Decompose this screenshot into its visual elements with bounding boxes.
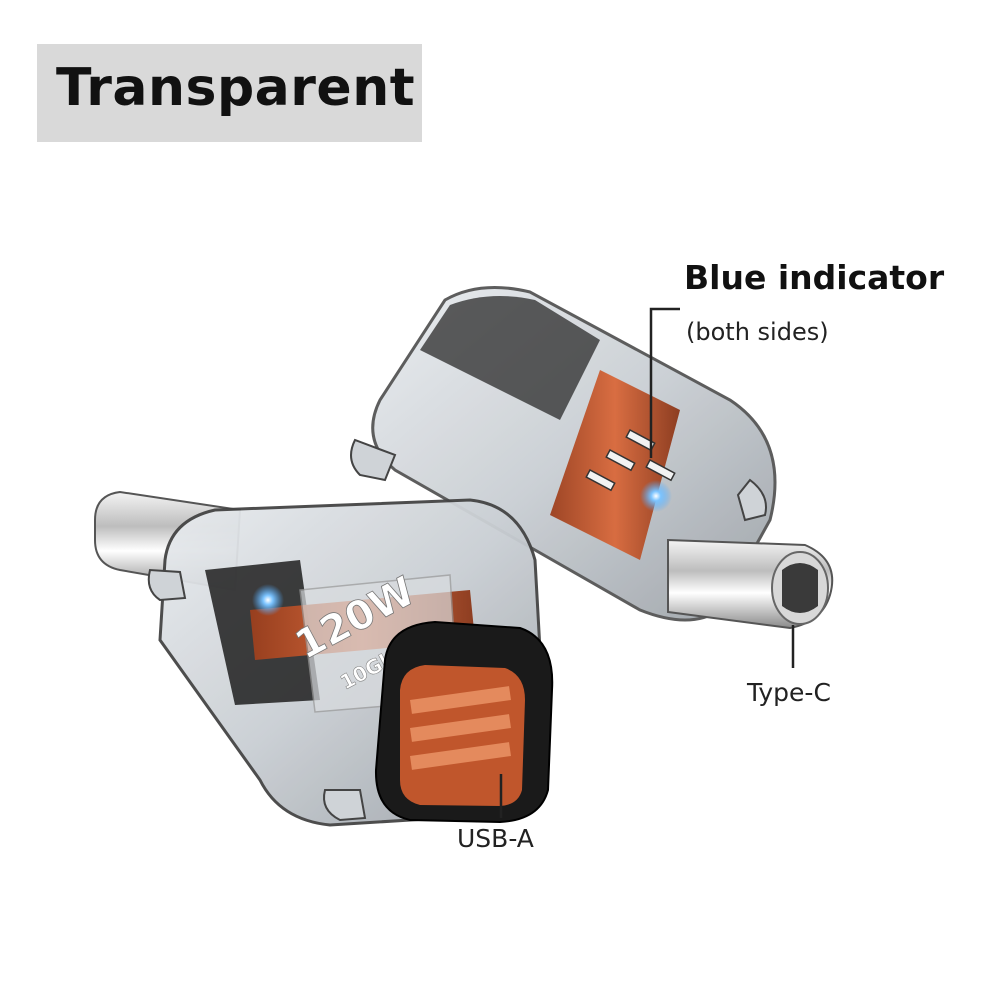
usb-a-label: USB-A — [457, 824, 534, 853]
indicator-callout-title: Blue indicator — [684, 258, 945, 297]
indicator-callout-subtitle: (both sides) — [686, 318, 829, 346]
type-c-adapter — [350, 286, 834, 630]
usb-a-adapter: 120W 10Gbps — [94, 490, 554, 827]
page-title: Transparent — [56, 58, 416, 118]
type-c-label: Type-C — [747, 678, 831, 707]
title-badge — [37, 44, 422, 142]
callout-lines — [499, 307, 795, 818]
